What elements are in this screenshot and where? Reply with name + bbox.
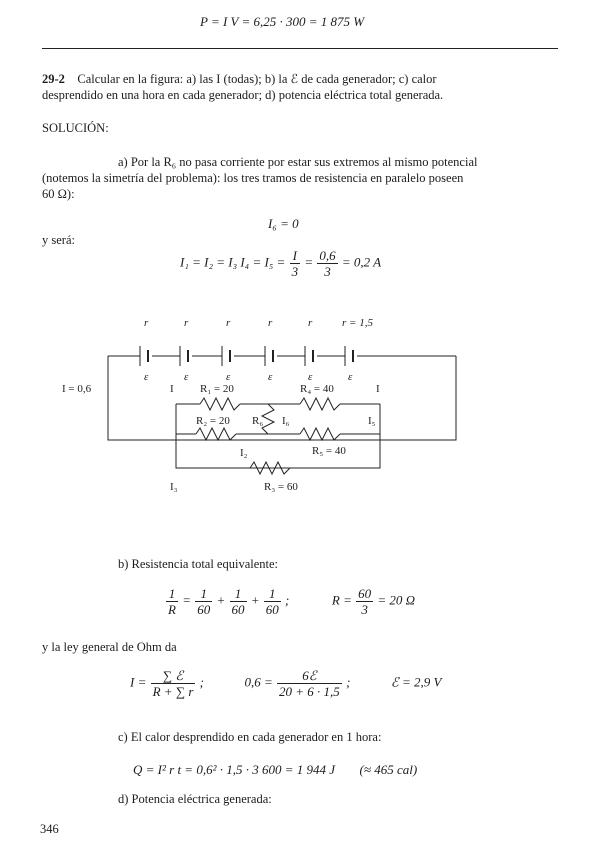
resistor-r4 [299,396,341,412]
part-c-line: c) El calor desprendido en cada generado… [118,730,382,744]
emf-label-5: ε [308,371,313,383]
part-a-line-1: a) Por la R₆ no pasa corriente por estar… [118,155,478,169]
problem-line-1: Calcular en la figura: a) las I (todas);… [77,72,437,86]
resistor-r2 [195,426,237,442]
emf-label-2: ε [184,371,189,383]
emf-label-1: ε [144,371,149,383]
ohm-i-lhs: I = [130,674,147,690]
circuit-diagram: r r r r r r = 1,5 ε ε ε ε ε ε I = 0,6 I … [62,317,457,493]
r-rhs: = 20 Ω [377,592,416,608]
currents-rhs: = 0,2 A [341,254,382,270]
gen-label-4: r [268,317,273,329]
problem-line-2: desprendido en una hora en cada generado… [42,88,444,102]
total-current-label: I = 0,6 [62,383,92,395]
section-divider [42,48,558,49]
part-a-line-3: 60 Ω): [42,187,75,201]
currents-lhs: I₁ = I₂ = I₃ I₄ = I₅ = [180,254,286,270]
gen-label-3: r [226,317,231,329]
r2-label: R₂ = 20 [196,415,230,427]
r-lhs: R = [331,592,352,608]
i2-label: I₂ [240,447,248,459]
gen-label-6: r = 1,5 [342,317,373,329]
ohm-mid-lhs: 0,6 = [244,674,273,690]
generator-symbols [139,346,354,366]
part-a-line-2: (notemos la simetría del problema): los … [42,171,464,185]
emf-result: ℰ = 2,9 V [390,674,442,690]
gen-label-2: r [184,317,189,329]
r5-label: R₅ = 40 [312,445,346,457]
emf-label-4: ε [268,371,273,383]
resistor-r1 [199,396,241,412]
problem-statement: 29-2 Calcular en la figura: a) las I (to… [42,72,437,87]
solution-heading: SOLUCIÓN: [42,121,109,135]
r6-label: R₆ [252,415,263,427]
node-left-label: I [170,383,174,395]
gen-label-5: r [308,317,313,329]
r3-label: R₃ = 60 [264,481,298,493]
gen-label-1: r [144,317,149,329]
resistor-r3 [249,460,291,476]
problem-number: 29-2 [42,72,65,86]
top-equation: P = I V = 6,25 · 300 = 1 875 W [200,14,365,29]
emf-label-6: ε [348,371,353,383]
part-d-line: d) Potencia eléctrica generada: [118,792,272,806]
y-sera-label: y será: [42,233,75,247]
i5-label: I₅ [368,415,376,427]
r1-label: R₁ = 20 [200,383,234,395]
resistor-r5 [299,426,341,442]
heat-eq: Q = I² r t = 0,6² · 1,5 · 3 600 = 1 944 … [133,762,336,777]
page-number: 346 [40,822,59,836]
heat-eq-cal: (≈ 465 cal) [359,762,418,777]
equation-heat: Q = I² r t = 0,6² · 1,5 · 3 600 = 1 944 … [133,762,417,778]
node-right-label: I [376,383,380,395]
part-b-line: b) Resistencia total equivalente: [118,557,279,571]
equation-i6: I₆ = 0 [268,216,299,231]
emf-label-3: ε [226,371,231,383]
i3-label: I₃ [170,481,178,493]
i6-label: I₆ [282,415,290,427]
resistor-r6 [260,403,276,435]
ohm-intro: y la ley general de Ohm da [42,640,177,654]
r4-label: R₄ = 40 [300,383,334,395]
